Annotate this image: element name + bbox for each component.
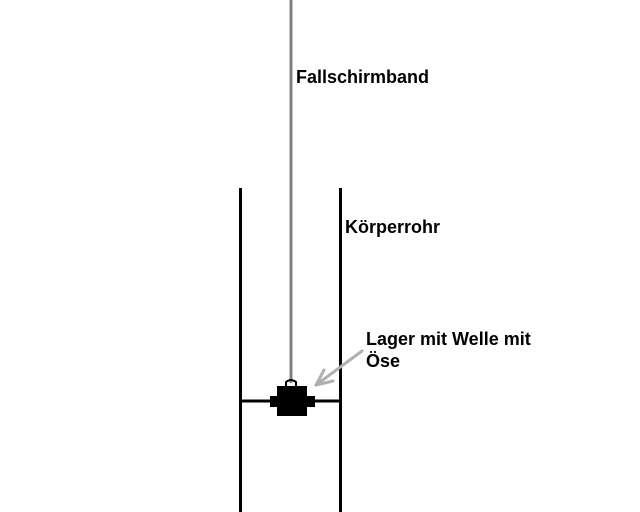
bearing-label-line1: Lager mit Welle mit (366, 329, 531, 349)
bearing-block (270, 386, 315, 416)
bearing-label-line2: Öse (366, 351, 400, 371)
pointer-arrow (314, 349, 364, 387)
tube-label: Körperrohr (345, 217, 440, 237)
eyelet (285, 379, 297, 387)
strap-label: Fallschirmband (296, 67, 429, 87)
